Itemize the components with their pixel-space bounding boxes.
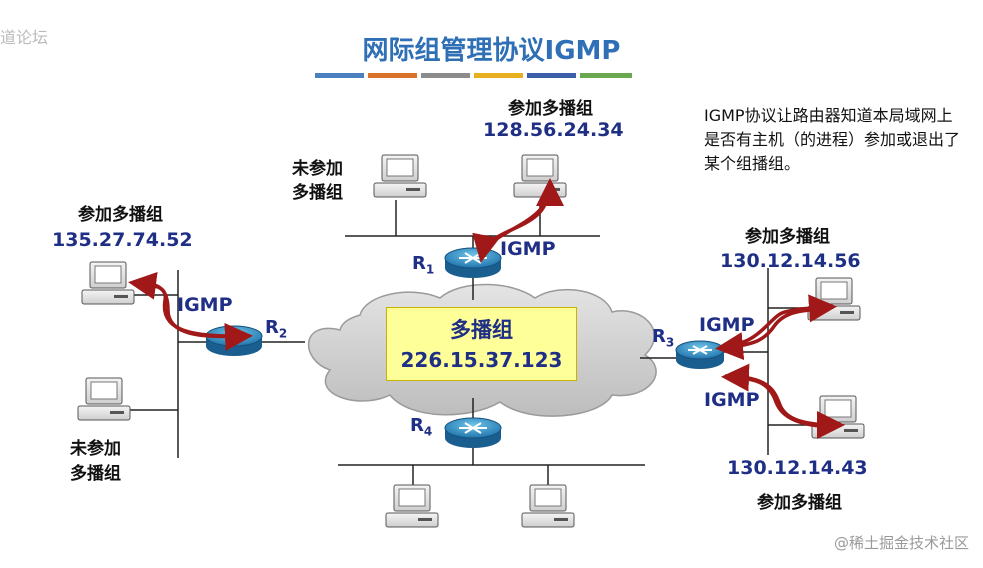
igmp-description: IGMP协议让路由器知道本局域网上是否有主机（的进程）参加或退出了某个组播组。 (704, 106, 961, 173)
host-computer-right-bottom-joined (811, 395, 865, 439)
accent-bar (315, 73, 632, 78)
left-joined-address: 135.27.74.52 (52, 229, 193, 251)
host-computer-bottom-left (385, 484, 439, 528)
router-r3-letter: R (652, 326, 666, 347)
host-computer-bottom-right (521, 484, 575, 528)
router-r3-label: R3 (652, 326, 674, 350)
router-r4-label: R4 (410, 415, 432, 439)
multicast-group-address: 226.15.37.123 (400, 348, 563, 372)
igmp-label-left: IGMP (177, 294, 233, 316)
router-r2-label: R2 (265, 317, 287, 341)
top-not-joined-line1: 未参加 (292, 159, 343, 179)
igmp-arrows (128, 178, 845, 439)
page-title: 网际组管理协议IGMP (362, 36, 621, 66)
router-r3-icon (675, 340, 725, 369)
multicast-group-box: 多播组 226.15.37.123 (386, 307, 577, 381)
left-joined-label: 参加多播组 (78, 205, 163, 225)
right-top-joined-address: 130.12.14.56 (720, 250, 861, 272)
top-joined-label: 参加多播组 (508, 99, 593, 119)
igmp-arrow-right-top-return (715, 307, 827, 361)
router-r1-label: R1 (412, 253, 434, 277)
corner-watermark: 道论坛 (0, 28, 49, 47)
igmp-arrow-left-return (139, 281, 253, 351)
router-r2-letter: R (265, 317, 279, 338)
host-computer-left-not-joined (77, 377, 131, 421)
router-r1-sub: 1 (425, 262, 435, 277)
igmp-label-top: IGMP (500, 238, 556, 260)
top-not-joined-line2: 多播组 (292, 183, 343, 203)
right-bottom-joined-label: 参加多播组 (757, 493, 842, 513)
host-computer-top-joined (513, 154, 567, 198)
router-r2-sub: 2 (278, 326, 288, 341)
site-watermark: @稀土掘金技术社区 (833, 534, 969, 552)
router-r4-sub: 4 (423, 424, 433, 439)
router-r4-icon (444, 417, 502, 448)
host-computer-right-top-joined (807, 277, 861, 321)
igmp-label-right-top: IGMP (699, 314, 755, 336)
host-computer-top-not-joined (373, 154, 427, 198)
multicast-group-label: 多播组 (450, 318, 513, 342)
router-r2-icon (205, 325, 263, 356)
router-r3-sub: 3 (665, 335, 675, 350)
left-not-joined-line2: 多播组 (70, 464, 121, 484)
right-top-joined-label: 参加多播组 (745, 227, 830, 247)
router-r4-letter: R (410, 415, 424, 436)
router-r1-letter: R (412, 253, 426, 274)
left-not-joined-line1: 未参加 (70, 439, 121, 459)
igmp-arrow-top-return (472, 189, 550, 263)
host-computer-left-joined (81, 261, 135, 305)
igmp-label-right-bottom: IGMP (704, 389, 760, 411)
right-bottom-joined-address: 130.12.14.43 (727, 457, 868, 479)
igmp-arrow-right-bottom-return (721, 363, 835, 429)
top-joined-address: 128.56.24.34 (483, 119, 624, 141)
router-r1-icon (444, 247, 502, 278)
